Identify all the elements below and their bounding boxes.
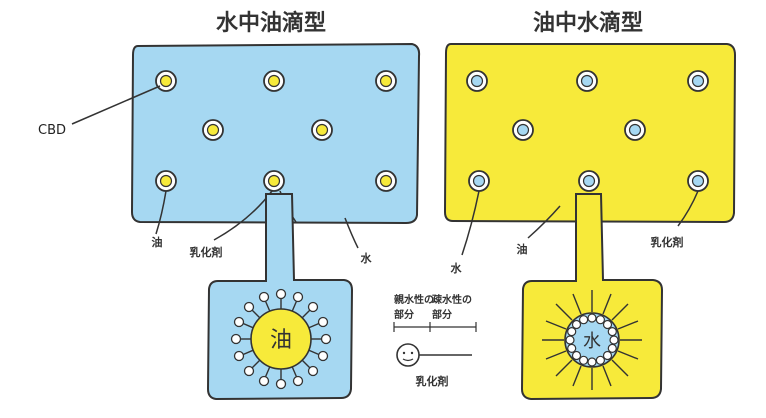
water-droplet — [687, 70, 709, 92]
water-droplet — [687, 170, 709, 192]
water-droplet — [468, 170, 490, 192]
label-emulsifier-right: 乳化剤 — [651, 235, 684, 249]
oil-droplet — [155, 170, 177, 192]
right-water-droplets — [466, 70, 709, 192]
emulsifier-molecule-icon — [396, 343, 472, 367]
legend-hydrophobic-line1: 疎水性の — [432, 293, 472, 306]
micelle-core-label-oil: 油 — [270, 328, 292, 353]
oil-droplet — [375, 70, 397, 92]
water-droplet — [624, 119, 646, 141]
oil-droplet — [263, 170, 285, 192]
right-main-panel — [443, 43, 737, 224]
legend-bracket — [393, 322, 477, 332]
title-water-in-oil: 油中水滴型 — [533, 10, 643, 36]
reverse-micelle-core-label-water: 水 — [583, 331, 601, 352]
legend-hydrophobic-line2: 部分 — [432, 308, 452, 321]
label-emulsifier-left: 乳化剤 — [190, 245, 223, 259]
water-droplet — [578, 170, 600, 192]
water-droplet — [512, 119, 534, 141]
water-droplet — [466, 70, 488, 92]
oil-droplet — [202, 119, 224, 141]
label-cbd: CBD — [38, 123, 66, 138]
left-main-panel — [130, 42, 421, 225]
label-water-left: 水 — [361, 251, 373, 265]
title-oil-in-water: 水中油滴型 — [216, 10, 326, 36]
oil-droplet — [155, 70, 177, 92]
left-oil-droplets — [155, 70, 397, 192]
label-water-right: 水 — [451, 261, 463, 275]
oil-droplet — [263, 70, 285, 92]
oil-droplet — [375, 170, 397, 192]
left-micelle: 油 — [230, 288, 332, 390]
emulsifier-legend: 親水性の 部分 疎水性の 部分 乳化剤 — [393, 293, 477, 388]
right-pointer-lines — [461, 190, 699, 256]
oil-droplet — [311, 119, 333, 141]
legend-hydrophilic-line2: 部分 — [394, 308, 414, 321]
label-oil-left: 油 — [152, 235, 163, 249]
right-reverse-micelle: 水 — [542, 290, 642, 390]
legend-caption-emulsifier: 乳化剤 — [416, 374, 449, 388]
label-oil-right: 油 — [517, 242, 528, 256]
water-droplet — [576, 70, 598, 92]
legend-hydrophilic-line1: 親水性の — [394, 293, 434, 306]
